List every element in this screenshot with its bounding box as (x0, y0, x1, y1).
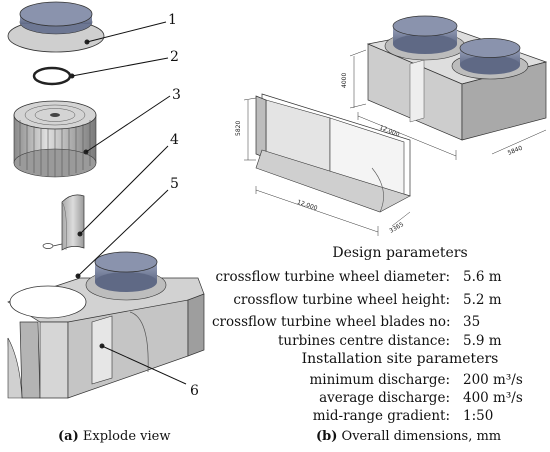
param-value-mid-range-gradient: 1:50 (463, 408, 494, 424)
caption-b-text: Overall dimensions, mm (337, 429, 502, 444)
dim-height-tall: 4000 (341, 73, 348, 88)
leader-lines (71, 21, 187, 385)
part-3-turbine-wheel (13, 100, 97, 178)
part-number-3: 3 (172, 87, 181, 103)
part-number-2: 2 (170, 49, 179, 65)
caption-a-text: Explode view (78, 429, 171, 444)
param-label-blades-no: crossflow turbine wheel blades no: (212, 314, 451, 330)
part-number-1: 1 (168, 12, 177, 28)
param-value-wheel-height: 5.2 m (463, 292, 502, 308)
param-label-minimum-discharge: minimum discharge: (309, 372, 450, 388)
param-label-centre-distance: turbines centre distance: (278, 333, 450, 349)
design-parameters-heading: Design parameters (332, 245, 468, 261)
part-5-casing (7, 251, 205, 399)
param-value-blades-no: 35 (463, 314, 481, 330)
part-1-cover-cap (7, 1, 105, 53)
part-number-6: 6 (190, 383, 199, 399)
dim-length-front: 12,000 (296, 199, 318, 213)
param-label-mid-range-gradient: mid-range gradient: (312, 408, 450, 424)
caption-b-letter: (b) (316, 429, 338, 444)
param-value-wheel-diameter: 5.6 m (463, 269, 502, 285)
part-4-guide-vane (42, 194, 85, 251)
dim-height-front: 5820 (235, 121, 242, 136)
installation-parameters-heading: Installation site parameters (301, 351, 499, 367)
part-2-seal-ring (32, 66, 75, 86)
dimensioned-box-upper: 4000 12,000 5840 (341, 15, 548, 160)
caption-a-letter: (a) (58, 429, 79, 444)
param-label-average-discharge: average discharge: (319, 390, 450, 406)
param-value-centre-distance: 5.9 m (463, 333, 502, 349)
caption-b: (b) Overall dimensions, mm (316, 429, 501, 444)
param-value-minimum-discharge: 200 m³/s (463, 372, 523, 388)
dimensioned-box-lower: 5820 12,000 3365 (235, 93, 411, 236)
param-value-average-discharge: 400 m³/s (463, 390, 523, 406)
param-label-wheel-height: crossflow turbine wheel height: (233, 292, 450, 308)
dim-width-front: 3365 (388, 221, 405, 235)
part-number-5: 5 (170, 176, 179, 192)
caption-a: (a) Explode view (58, 429, 170, 444)
part-number-4: 4 (170, 132, 179, 148)
param-label-wheel-diameter: crossflow turbine wheel diameter: (215, 269, 450, 285)
